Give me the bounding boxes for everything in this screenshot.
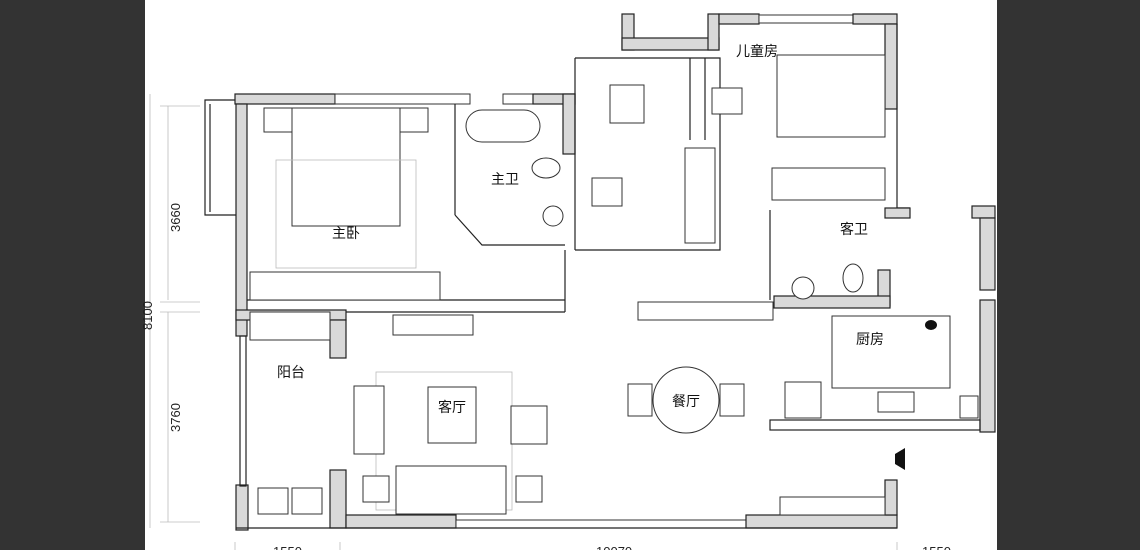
room-label-dining-room: 餐厅 (672, 394, 700, 410)
nightstand (399, 107, 429, 133)
right-dark-margin (997, 0, 1140, 550)
double-bed (291, 107, 401, 227)
guest-basin (791, 276, 815, 300)
wardrobe (249, 271, 441, 301)
room-label-guest-bath: 客卫 (840, 221, 868, 238)
cabinet (249, 311, 331, 341)
bathtub (465, 109, 541, 143)
dimension-bottom-middle: 10070 (596, 544, 632, 550)
dining-table (652, 366, 720, 434)
left-dark-margin (0, 0, 145, 550)
kids-chair (711, 87, 743, 115)
kids-bed (776, 54, 886, 138)
sofa (395, 465, 507, 515)
shoe-cabinet (779, 496, 886, 516)
kids-wardrobe (771, 167, 886, 201)
study-chair (591, 177, 623, 207)
toilet (531, 157, 561, 179)
room-label-kitchen: 厨房 (856, 332, 884, 348)
dimension-bottom-right: 1550 (922, 544, 951, 550)
guest-toilet (842, 263, 864, 293)
fridge (784, 381, 822, 419)
room-label-kids-room: 儿童房 (736, 43, 778, 60)
nightstand (263, 107, 293, 133)
dimension-lines (149, 94, 898, 550)
side-table (362, 475, 390, 503)
furniture (249, 54, 979, 516)
entrance-arrow-icon (895, 448, 905, 470)
dining-chair (627, 383, 653, 417)
dimension-left-lower: 3760 (168, 403, 183, 432)
dining-chair (719, 383, 745, 417)
side-table (515, 475, 543, 503)
tv-bench (353, 385, 385, 455)
dining-cabinet (637, 301, 774, 321)
washbasin (542, 205, 564, 227)
study-shelf (684, 147, 716, 244)
dimension-left-upper: 3660 (168, 203, 183, 232)
room-label-master-bath: 主卫 (491, 172, 519, 188)
washing-machine (257, 487, 289, 515)
armchair (510, 405, 548, 445)
dimension-left-total: 8100 (140, 301, 155, 330)
room-label-living-room: 客厅 (438, 399, 466, 416)
tv-cabinet (392, 314, 474, 336)
kitchen-appliance (959, 395, 979, 419)
study-desk (609, 84, 645, 124)
room-label-balcony: 阳台 (277, 365, 305, 381)
dryer (291, 487, 323, 515)
room-label-master-bedroom: 主卧 (332, 226, 360, 242)
dimension-bottom-left: 1550 (273, 544, 302, 550)
coffee-table (427, 386, 477, 444)
stove (877, 391, 915, 413)
